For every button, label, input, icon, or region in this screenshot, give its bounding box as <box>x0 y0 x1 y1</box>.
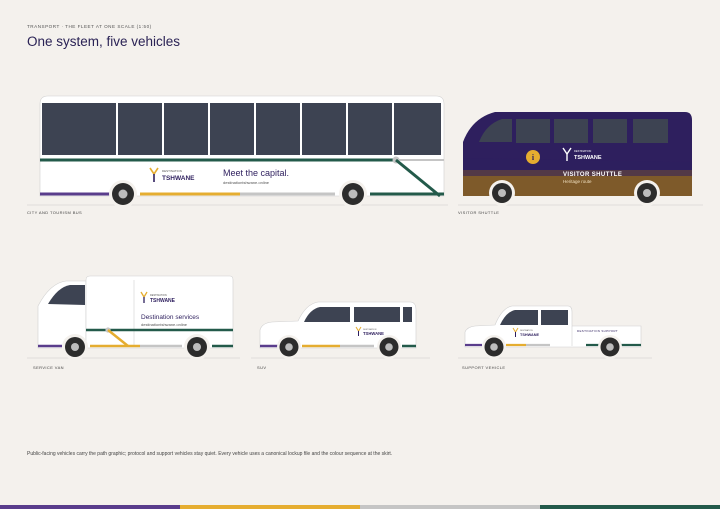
van-url: destinationtshwane.online <box>141 322 188 327</box>
bus-headline: Meet the capital. <box>223 168 289 178</box>
service-van: DESTINATION TSHWANE Destination services… <box>27 275 240 360</box>
van-logo: DESTINATION TSHWANE <box>140 291 176 304</box>
support-vehicle: DESTINATION TSHWANE DESTINATION SUPPORT <box>458 305 652 359</box>
svg-text:TSHWANE: TSHWANE <box>162 175 195 182</box>
bus-front-wheel <box>109 180 137 208</box>
label-support-vehicle: SUPPORT VEHICLE <box>462 365 506 370</box>
van-front-wheel <box>62 334 88 360</box>
svg-text:DESTINATION: DESTINATION <box>363 328 377 331</box>
pickup-rear-wheel <box>598 335 622 359</box>
info-icon: i <box>526 150 540 164</box>
suv-rear-wheel <box>377 335 401 359</box>
stripe-grey <box>360 505 540 509</box>
van-headline: Destination services <box>141 314 200 321</box>
suv-logo: DESTINATION TSHWANE <box>355 326 384 336</box>
stripe-green <box>540 505 720 509</box>
bus-url: destinationtshwane.online <box>223 180 270 185</box>
svg-text:DESTINATION: DESTINATION <box>162 169 182 173</box>
suv: DESTINATION TSHWANE <box>251 301 430 359</box>
label-city-bus: CITY AND TOURISM BUS <box>27 210 83 215</box>
suv-front-wheel <box>277 335 301 359</box>
svg-text:TSHWANE: TSHWANE <box>150 298 176 304</box>
bus-windows <box>42 103 441 155</box>
shuttle-headline: VISITOR SHUTTLE <box>563 172 622 178</box>
van-windscreen <box>48 285 85 305</box>
city-bus: DESTINATION TSHWANE Meet the capital. de… <box>27 95 448 208</box>
svg-text:TSHWANE: TSHWANE <box>520 333 539 337</box>
page-title: One system, five vehicles <box>27 34 181 49</box>
shuttle-logo: DESTINATION TSHWANE <box>562 147 602 161</box>
svg-text:i: i <box>532 153 535 162</box>
svg-text:DESTINATION: DESTINATION <box>574 149 591 153</box>
svg-text:TSHWANE: TSHWANE <box>574 155 602 161</box>
svg-text:DESTINATION: DESTINATION <box>520 329 533 332</box>
shuttle-front-wheel <box>489 180 515 206</box>
svg-text:DESTINATION: DESTINATION <box>150 294 167 297</box>
bus-logo: DESTINATION TSHWANE <box>149 167 195 182</box>
label-service-van: SERVICE VAN <box>33 365 64 370</box>
van-rear-wheel <box>184 334 210 360</box>
footer-caption: Public-facing vehicles carry the path gr… <box>27 451 393 457</box>
bus-path-diagonal <box>395 158 441 198</box>
bus-rear-wheel <box>339 180 367 208</box>
visitor-shuttle: i DESTINATION TSHWANE VISITOR SHUTTLE He… <box>458 112 703 206</box>
shuttle-rear-wheel <box>634 180 660 206</box>
page-eyebrow: TRANSPORT · THE FLEET AT ONE SCALE (1:50… <box>27 24 152 29</box>
van-box <box>85 275 234 349</box>
stripe-gold <box>180 505 360 509</box>
pickup-logo: DESTINATION TSHWANE <box>512 327 539 337</box>
label-suv: SUV <box>257 365 267 370</box>
stripe-purple <box>0 505 180 509</box>
svg-text:TSHWANE: TSHWANE <box>363 331 384 336</box>
label-visitor-shuttle: VISITOR SHUTTLE <box>458 210 500 215</box>
pickup-front-wheel <box>482 335 506 359</box>
pickup-text: DESTINATION SUPPORT <box>577 329 618 333</box>
shuttle-sub: Heritage route <box>563 179 592 184</box>
